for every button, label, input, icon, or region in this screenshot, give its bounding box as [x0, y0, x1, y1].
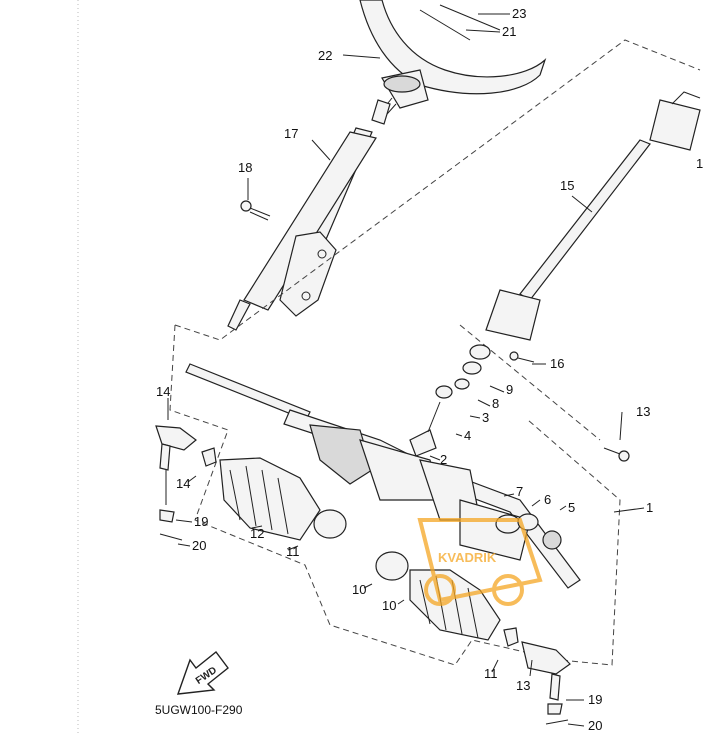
label-17: 17 [284, 126, 298, 141]
left-clamp [313, 509, 347, 539]
leader-lines [167, 13, 645, 727]
label-13-left: 14 [156, 384, 170, 399]
watermark-logo: KVADRIK [417, 518, 543, 606]
drawing-code: 5UGW100-F290 [155, 703, 243, 717]
label-11-right: 10 [382, 598, 396, 613]
label-6: 6 [544, 492, 551, 507]
label-21: 22 [318, 48, 332, 63]
label-23: 21 [502, 24, 516, 39]
label-18: 18 [238, 160, 252, 175]
bolt-18 [240, 200, 271, 221]
right-tie-rod-end [503, 627, 571, 725]
label-9: 9 [506, 382, 513, 397]
label-1: 1 [646, 500, 653, 515]
label-16: 16 [550, 356, 564, 371]
label-19-right: 19 [588, 692, 602, 707]
left-boot [219, 457, 321, 541]
left-tie-rod-end [155, 425, 217, 541]
label-19-left: 19 [194, 514, 208, 529]
label-13-right: 13 [516, 678, 530, 693]
label-1-top: 1 [696, 156, 703, 171]
label-20-left: 20 [192, 538, 206, 553]
bolt-16 [509, 351, 535, 363]
label-11-left: 12 [250, 526, 264, 541]
assembly-box-outline [169, 39, 701, 666]
fwd-arrow: FWD [176, 651, 229, 695]
right-boot [409, 569, 501, 641]
label-20-right: 20 [588, 718, 602, 733]
steering-column [227, 97, 397, 331]
label-7: 7 [516, 484, 523, 499]
part-labels: 22 23 21 17 18 15 1 16 9 8 3 4 2 13 7 6 … [156, 6, 703, 733]
label-10-right: 10 [352, 582, 366, 597]
watermark-text: KVADRIK [438, 550, 497, 565]
label-8: 8 [492, 396, 499, 411]
label-14-right: 11 [484, 666, 498, 681]
label-10-left: 11 [286, 544, 300, 559]
intermediate-shaft [485, 91, 701, 341]
label-12: 13 [636, 404, 650, 419]
steering-wheel [359, 0, 547, 109]
label-15: 15 [560, 178, 574, 193]
label-22: 23 [512, 6, 526, 21]
label-4: 4 [464, 428, 471, 443]
pinion-seals [409, 344, 491, 457]
label-5: 5 [568, 500, 575, 515]
label-2: 2 [440, 452, 447, 467]
label-3: 3 [482, 410, 489, 425]
right-clamp [375, 551, 409, 581]
bolt-12 [603, 447, 630, 462]
label-14-left: 14 [176, 476, 190, 491]
